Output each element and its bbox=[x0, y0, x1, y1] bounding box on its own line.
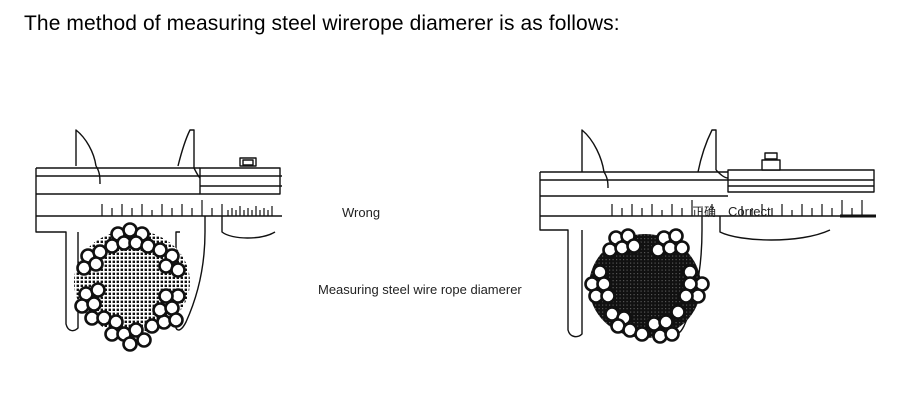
caliper-wrong-scale bbox=[101, 200, 273, 216]
caliper-wrong-lower-jaw-slider bbox=[175, 216, 276, 331]
label-wrong: Wrong bbox=[342, 205, 380, 220]
caliper-correct-slider bbox=[727, 169, 875, 193]
label-correct-cn: 正确 bbox=[692, 205, 716, 219]
wire-rope-correct-strands bbox=[584, 228, 710, 344]
page-heading: The method of measuring steel wirerope d… bbox=[24, 12, 620, 35]
caliper-wrong-upper-jaw-slider bbox=[177, 129, 195, 168]
caliper-correct bbox=[539, 129, 876, 338]
caliper-correct-beam bbox=[539, 171, 876, 217]
caption: Measuring steel wire rope diamerer bbox=[318, 282, 522, 297]
caliper-correct-upper-jaw-fixed bbox=[581, 129, 605, 173]
caliper-correct-upper-jaw-slider bbox=[697, 129, 717, 173]
caliper-wrong-lower-jaw-fixed bbox=[35, 216, 79, 332]
caliper-correct-scale bbox=[611, 200, 863, 216]
caliper-wrong-beam bbox=[35, 167, 282, 217]
caliper-wrong bbox=[35, 129, 282, 332]
wire-rope-wrong bbox=[74, 222, 190, 352]
label-correct: Correct bbox=[728, 204, 771, 219]
caliper-wrong-slider bbox=[199, 167, 281, 195]
caliper-wrong-upper-jaw-fixed bbox=[75, 129, 97, 167]
wire-rope-wrong-strands bbox=[74, 222, 186, 352]
caliper-correct-lower-jaw-fixed bbox=[539, 216, 583, 338]
wire-rope-correct bbox=[584, 228, 710, 344]
